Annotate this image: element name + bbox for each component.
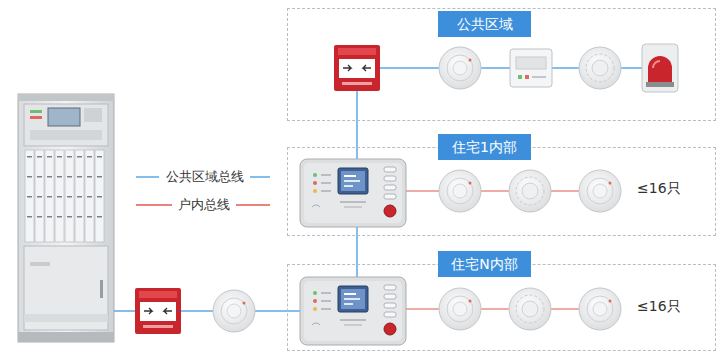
bus-connector	[356, 121, 358, 147]
illustration-part	[97, 156, 102, 158]
sounder-strobe	[642, 44, 678, 92]
smoke-detector	[579, 170, 621, 212]
indoor-bus-wire	[406, 191, 600, 309]
smoke-detector	[439, 47, 481, 89]
manual-call-point	[135, 288, 181, 334]
illustration-part	[30, 262, 50, 266]
area-region: 公共区域	[287, 8, 716, 121]
illustration-part	[77, 216, 82, 218]
illustration-part	[67, 196, 72, 198]
illustration-part	[57, 196, 62, 198]
illustration-part	[24, 314, 108, 322]
count-label: ≤16只	[637, 180, 681, 198]
illustration-part	[27, 156, 102, 218]
illustration-part	[27, 216, 32, 218]
illustration-part	[65, 150, 74, 242]
illustration-part	[48, 108, 80, 126]
heat-detector	[509, 170, 551, 212]
household-panel	[300, 277, 406, 345]
illustration-part	[87, 216, 92, 218]
heat-detector	[579, 47, 621, 89]
illustration-part	[47, 216, 52, 218]
illustration-part	[27, 196, 32, 198]
manual-call-point	[334, 45, 380, 91]
legend-text: 公共区域总线	[166, 168, 244, 186]
illustration-part	[356, 147, 358, 160]
heat-detector	[509, 288, 551, 330]
smoke-detector	[213, 290, 255, 332]
illustration-part	[97, 216, 102, 218]
illustration-part	[356, 264, 358, 278]
smoke-detector	[439, 288, 481, 330]
illustration-part	[77, 176, 82, 178]
illustration-part	[30, 116, 42, 119]
illustration-part	[406, 190, 600, 191]
illustration-part	[87, 196, 92, 198]
illustration-part	[57, 156, 62, 158]
illustration-part	[37, 156, 42, 158]
illustration-part	[95, 150, 104, 242]
illustration-part	[47, 196, 52, 198]
illustration-part	[37, 216, 42, 218]
illustration-part	[30, 110, 42, 113]
illustration-part	[24, 246, 108, 330]
illustration-part	[87, 156, 92, 158]
illustration-part	[250, 176, 270, 178]
illustration-part	[67, 216, 72, 218]
illustration-part	[25, 150, 104, 242]
illustration-part	[57, 216, 62, 218]
illustration-part	[67, 156, 72, 158]
illustration-part	[30, 130, 102, 140]
public-bus-wire	[114, 68, 650, 311]
area-heading: 住宅1内部	[438, 134, 531, 160]
bus-connector	[356, 236, 358, 264]
illustration-part	[77, 156, 82, 158]
illustration-part	[77, 196, 82, 198]
io-module	[510, 49, 552, 87]
illustration-part	[18, 94, 114, 342]
illustration-part	[356, 90, 358, 121]
illustration-part	[87, 176, 92, 178]
illustration-part	[25, 150, 34, 242]
illustration-part	[57, 176, 62, 178]
illustration-part	[97, 176, 102, 178]
illustration-part	[136, 204, 172, 206]
illustration-part	[45, 150, 54, 242]
illustration-part	[97, 196, 102, 198]
illustration-part	[67, 176, 72, 178]
illustration-part	[27, 176, 32, 178]
legend-text: 户内总线	[178, 196, 230, 214]
illustration-part	[27, 156, 32, 158]
illustration-part	[37, 196, 42, 198]
area-heading: 公共区域	[438, 11, 531, 37]
count-label: ≤16只	[637, 298, 681, 316]
household-panel	[300, 159, 406, 227]
smoke-detector	[439, 170, 481, 212]
illustration-part	[47, 156, 52, 158]
illustration-part	[236, 204, 270, 206]
illustration-part	[136, 176, 159, 178]
fire-alarm-cabinet	[18, 94, 114, 342]
illustration-part	[55, 150, 64, 242]
illustration-part	[24, 104, 108, 146]
illustration-part	[47, 176, 52, 178]
illustration-part	[35, 150, 44, 242]
area-heading: 住宅N内部	[438, 251, 531, 277]
illustration-part	[37, 176, 42, 178]
smoke-detector	[579, 288, 621, 330]
illustration-part	[85, 150, 94, 242]
illustration-part	[75, 150, 84, 242]
illustration-part	[406, 308, 600, 309]
illustration-part	[100, 280, 103, 298]
illustration-part	[84, 108, 102, 122]
illustration-part	[18, 332, 114, 342]
illustration-part	[18, 94, 114, 101]
